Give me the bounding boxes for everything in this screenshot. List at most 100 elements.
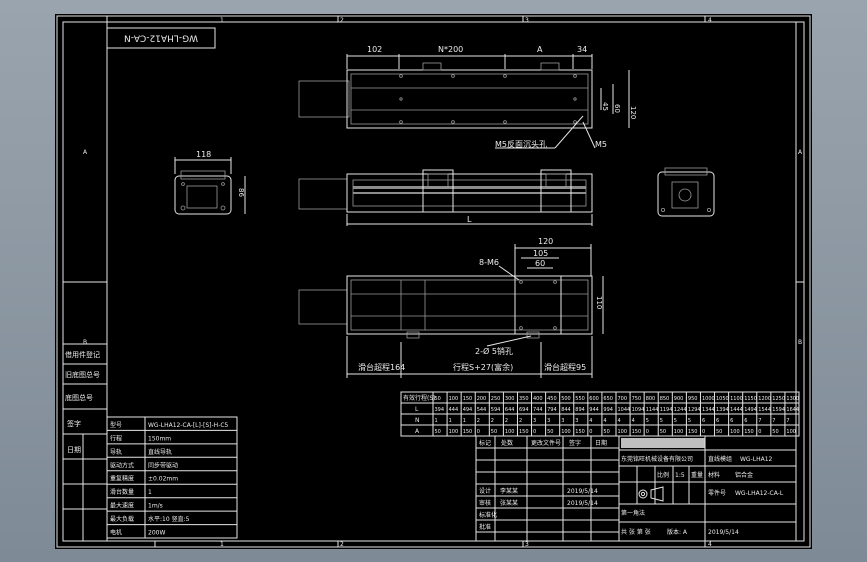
top-view: 102 N*200 A 34 45 60 120 M5反面沉头孔 M5: [298, 45, 637, 149]
approve-label: 批准: [479, 523, 491, 531]
stroke-cell: 550: [575, 396, 585, 402]
material-value: 铝合金: [735, 471, 753, 479]
zone-bottom-3: 3: [525, 541, 529, 548]
bottom-dim-60: 60: [535, 259, 545, 268]
stroke-cell: 100: [730, 429, 740, 435]
spec-value: 150mm: [148, 435, 171, 442]
callout-countersink: M5反面沉头孔: [495, 139, 547, 149]
stroke-cell: 1244: [674, 407, 687, 413]
spec-value: 1: [148, 489, 152, 496]
scale-label: 比例: [657, 471, 669, 479]
stroke-cell: 150: [688, 429, 698, 435]
stroke-cell: 1250: [772, 396, 785, 402]
stroke-cell: 350: [519, 396, 529, 402]
stroke-row-header-a: A: [415, 428, 420, 435]
version-label: 版本: A: [667, 528, 688, 536]
stroke-cell: 1294: [688, 407, 701, 413]
stroke-cell: 50: [716, 429, 722, 435]
spec-value: ±0.02mm: [148, 476, 178, 483]
stroke-cell: 1394: [716, 407, 729, 413]
stroke-cell: 100: [505, 429, 515, 435]
stroke-cell: 4: [603, 418, 606, 424]
company-banner: [621, 438, 705, 448]
designer-label: 设计: [479, 487, 491, 495]
spec-label: 重复精度: [110, 475, 134, 483]
bottom-hole-note: 8-M6: [479, 258, 499, 267]
bottom-view: 120 105 60 8-M6 110 2-Ø 5销孔 滑台超程164 行程S+…: [298, 237, 604, 378]
strip-date: 日期: [67, 446, 81, 454]
stroke-cell: 0: [702, 429, 705, 435]
stroke-cell: 800: [646, 396, 656, 402]
stroke-cell: 1494: [744, 407, 757, 413]
stroke-cell: 50: [435, 429, 441, 435]
stroke-cell: 1594: [772, 407, 785, 413]
stroke-cell: 5: [646, 418, 649, 424]
stroke-cell: 6: [702, 418, 705, 424]
part-no-value: WG-LHA12-CA-L: [735, 490, 784, 497]
stroke-cell: 0: [589, 429, 592, 435]
end-dim-118: 118: [196, 150, 211, 159]
stroke-cell: 994: [603, 407, 613, 413]
stroke-cell: 200: [477, 396, 487, 402]
stroke-cell: 400: [533, 396, 543, 402]
spec-value: 1m/s: [148, 503, 163, 510]
overtravel-left: 滑台超程164: [358, 362, 405, 372]
stroke-cell: 394: [435, 407, 445, 413]
stroke-cell: 594: [491, 407, 501, 413]
stroke-cell: 150: [463, 396, 473, 402]
projection-symbol-icon: [638, 486, 664, 502]
zone-right-b: B: [798, 339, 802, 346]
checker-label: 审核: [479, 499, 491, 507]
checker-name: 张某某: [500, 499, 518, 507]
designer-name: 李某某: [500, 487, 518, 495]
stroke-cell: 3: [575, 418, 578, 424]
stroke-cell: 844: [561, 407, 571, 413]
stroke-cell: 1044: [618, 407, 631, 413]
left-end-view: 118 86: [174, 150, 246, 215]
stroke-cell: 3: [561, 418, 564, 424]
stroke-cell: 50: [435, 396, 441, 402]
zone-top-3: 3: [525, 17, 529, 24]
stroke-row-header-n: N: [415, 417, 420, 424]
stroke-cell: 1000: [702, 396, 715, 402]
spec-value: 水平:10 竖直:5: [148, 515, 190, 523]
stroke-cell: 544: [477, 407, 487, 413]
stroke-cell: 850: [660, 396, 670, 402]
stroke-cell: 5: [688, 418, 691, 424]
top-dim-34: 34: [577, 45, 587, 54]
zone-left-b: B: [83, 339, 87, 346]
drawing-sheet[interactable]: 1 2 3 4 1 2 3 4 A B A B WG-LHA12-CA-N 10…: [55, 14, 812, 549]
drawing-canvas: 1 2 3 4 1 2 3 4 A B A B WG-LHA12-CA-N 10…: [56, 15, 811, 548]
spec-value: 同步带驱动: [148, 461, 178, 469]
sheet-label: 共 张 第 张: [621, 528, 651, 536]
stroke-cell: 150: [519, 429, 529, 435]
stroke-cell: 3: [547, 418, 550, 424]
stroke-cell: 2: [477, 418, 480, 424]
strip-old-base: 旧底图总号: [65, 370, 100, 379]
stroke-row-header-s: 有效行程(S): [403, 394, 436, 402]
strip-sign: 签字: [67, 419, 81, 428]
pin-hole-note: 2-Ø 5销孔: [475, 346, 513, 356]
stroke-cell: 150: [463, 429, 473, 435]
side-dim-l: L: [467, 215, 472, 224]
part-no-label: 零件号: [708, 489, 726, 497]
stroke-cell: 1144: [646, 407, 659, 413]
stroke-row-header-l: L: [415, 406, 419, 413]
stroke-cell: 5: [674, 418, 677, 424]
spec-label: 最大速度: [110, 502, 134, 510]
stroke-cell: 100: [449, 396, 459, 402]
stroke-cell: 0: [646, 429, 649, 435]
spec-value: 200W: [148, 530, 165, 537]
zone-top-4: 4: [708, 17, 712, 24]
overtravel-right: 滑台超程95: [544, 362, 586, 372]
stroke-cell: 600: [589, 396, 599, 402]
stroke-cell: 644: [505, 407, 515, 413]
stroke-cell: 6: [716, 418, 719, 424]
stroke-cell: 100: [618, 429, 628, 435]
strip-borrowed: 借用件登记: [65, 350, 100, 359]
stroke-cell: 300: [505, 396, 515, 402]
scale-value: 1:5: [675, 472, 685, 479]
left-strip: 借用件登记 旧底图总号 底图总号 签字 日期: [62, 343, 108, 542]
zone-right-a: A: [798, 149, 803, 156]
